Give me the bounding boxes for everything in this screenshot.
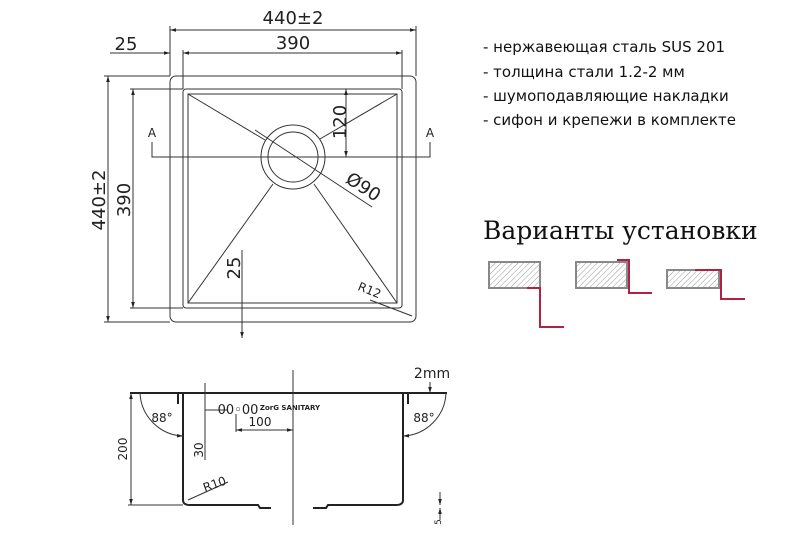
spec-list: - нержавеющая сталь SUS 201 - толщина ст… [483,38,736,129]
variant-undermount [488,261,541,289]
spec-item: - нержавеющая сталь SUS 201 [483,38,725,56]
dim-overflow-height: 30 [192,442,206,457]
section-line [151,142,431,158]
angle-left: 88° [151,411,172,425]
dim-bowl-width: 390 [276,33,310,54]
dim-overall-depth: 440±2 [89,170,110,231]
dim-flange: 25 [115,34,138,55]
bowl-outline [182,88,403,309]
dim-thickness: 2mm [414,366,450,382]
section-label-right: A [426,126,435,140]
dim-bottom-radius: R10 [201,474,228,495]
variant-flush [575,261,628,289]
overflow-holes: 00◦00 [218,403,259,418]
spec-item: - шумоподавляющие накладки [483,87,729,105]
dim-bottom-offset: 25 [224,257,245,280]
spec-item: - толщина стали 1.2-2 мм [483,63,685,81]
variant-overmount [666,269,720,289]
install-variants: Варианты установки [483,216,758,328]
dim-step: 5 [434,519,444,525]
outer-rim [169,75,417,323]
dim-bowl-depth: 390 [114,183,135,217]
dim-overall-width: 440±2 [263,8,324,29]
section-view: 88° 88° 2mm 200 30 00◦00 100 ZorG SANITA… [116,366,450,525]
section-label-left: A [148,126,157,140]
angle-right: 88° [413,411,434,425]
install-title: Варианты установки [483,216,758,245]
spec-item: - сифон и крепежи в комплекте [483,111,736,129]
dim-height: 200 [116,438,130,461]
dim-drain-offset: 120 [330,105,351,139]
dim-overflow-offset: 100 [249,415,272,429]
top-view: 440±2 390 25 440±2 390 A A 120 Ø90 25 R1… [89,8,435,338]
dim-corner-radius: R12 [356,279,383,301]
brand-logo: ZorG SANITARY [260,404,321,412]
